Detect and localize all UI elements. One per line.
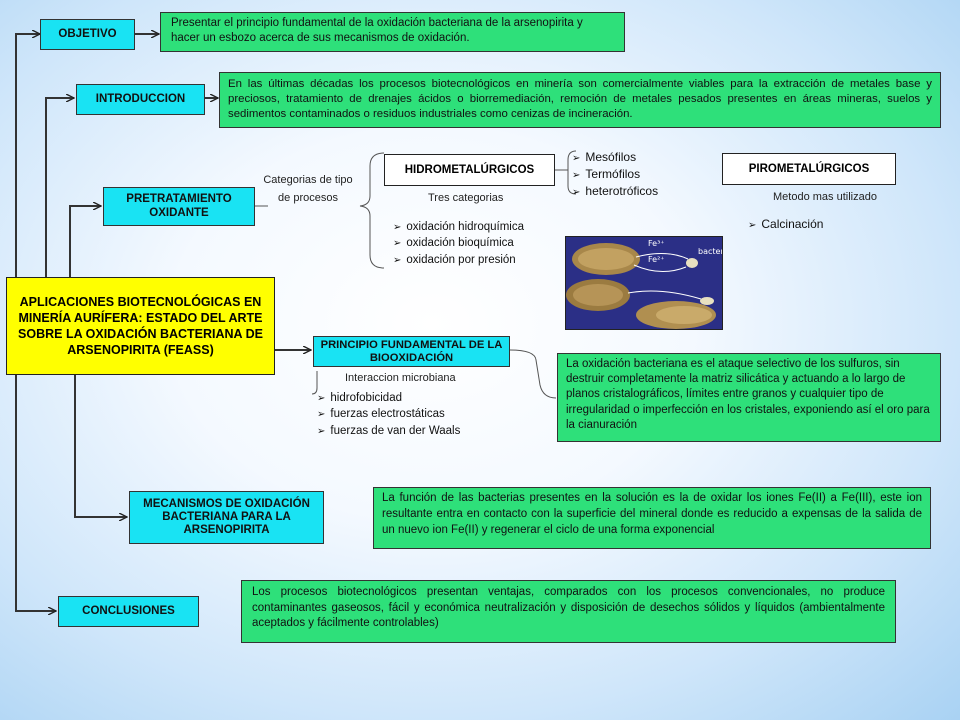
procesos-list: oxidación hidroquímica oxidación bioquím… [393, 219, 524, 268]
list-item: oxidación bioquímica [393, 235, 524, 251]
list-item: fuerzas de van der Waals [317, 423, 460, 439]
connector-objetivo [15, 34, 40, 277]
bacteria-label: bacteria [698, 247, 723, 256]
objetivo-label[interactable]: OBJETIVO [40, 19, 135, 50]
interaccion-label: Interaccion microbiana [345, 372, 456, 384]
conclusiones-text: Los procesos biotecnológicos presentan v… [241, 580, 896, 643]
bacteria-oxidation-image: Fe³⁺ Fe²⁺ bacteria [565, 236, 723, 330]
metodo-label: Metodo mas utilizado [773, 191, 877, 203]
list-item: heterotróficos [572, 183, 658, 200]
connector-conclusiones [15, 375, 56, 611]
pirometalurgicos-list: Calcinación [748, 216, 823, 233]
fe2-label: Fe²⁺ [648, 255, 665, 264]
mecanismos-text: La función de las bacterias presentes en… [373, 487, 931, 549]
objetivo-text: Presentar el principio fundamental de la… [160, 12, 625, 52]
principio-label[interactable]: PRINCIPIO FUNDAMENTAL DE LA BIOOXIDACIÓN [313, 336, 510, 367]
hidrometalurgicos-label[interactable]: HIDROMETALÚRGICOS [384, 154, 555, 186]
interaccion-list: hidrofobicidad fuerzas electrostáticas f… [317, 390, 460, 439]
list-item: Termófilos [572, 166, 658, 183]
list-item: oxidación hidroquímica [393, 219, 524, 235]
introduccion-text: En las últimas décadas los procesos biot… [219, 72, 941, 128]
list-item: hidrofobicidad [317, 390, 460, 406]
connector-introduccion [45, 98, 74, 277]
list-item: Calcinación [748, 216, 823, 233]
principio-text: La oxidación bacteriana es el ataque sel… [557, 353, 941, 442]
list-item: fuerzas electrostáticas [317, 406, 460, 422]
introduccion-label[interactable]: INTRODUCCION [76, 84, 205, 115]
tres-categorias-label: Tres categorias [428, 192, 504, 204]
pretratamiento-label[interactable]: PRETRATAMIENTO OXIDANTE [103, 187, 255, 226]
list-item: Mesófilos [572, 149, 658, 166]
connector-pretratamiento [69, 206, 101, 277]
pirometalurgicos-label[interactable]: PIROMETALÚRGICOS [722, 153, 896, 185]
conclusiones-label[interactable]: CONCLUSIONES [58, 596, 199, 627]
categorias-brace [359, 152, 385, 269]
list-item: oxidación por presión [393, 252, 524, 268]
mecanismos-label[interactable]: MECANISMOS DE OXIDACIÓN BACTERIANA PARA … [129, 491, 324, 544]
microorganismos-list: Mesófilos Termófilos heterotróficos [572, 149, 658, 201]
categorias-label: Categorias de tipo de procesos [263, 174, 353, 204]
connector-mecanismos [74, 375, 127, 517]
fe3-label: Fe³⁺ [648, 239, 665, 248]
main-title: APLICACIONES BIOTECNOLÓGICAS EN MINERÍA … [6, 277, 275, 375]
principio-text-link [509, 349, 557, 399]
